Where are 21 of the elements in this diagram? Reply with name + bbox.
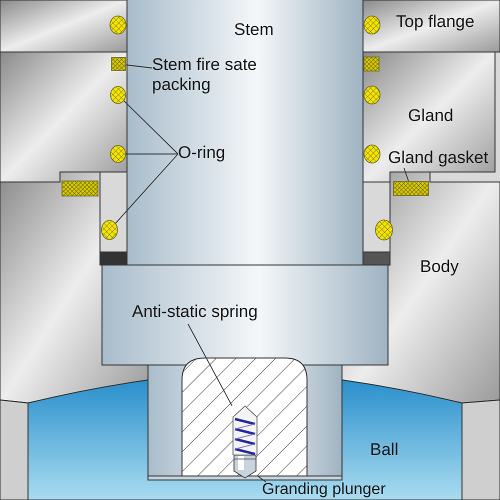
part-label: Gland gasket bbox=[388, 148, 492, 168]
part-label: O-ring bbox=[178, 143, 238, 165]
leader-line bbox=[126, 64, 152, 68]
part-label: Anti-static spring bbox=[132, 302, 284, 324]
part-label: Stem bbox=[234, 20, 274, 40]
part-label: Top flange bbox=[396, 12, 474, 32]
o-ring bbox=[110, 86, 126, 104]
leader-line bbox=[115, 154, 178, 224]
leader-line bbox=[258, 476, 266, 482]
part-label: Gland bbox=[408, 106, 454, 126]
gasket bbox=[393, 181, 429, 196]
o-ring bbox=[110, 145, 126, 163]
leader-line bbox=[404, 168, 409, 182]
part-label: Stem fire sate packing bbox=[152, 55, 280, 99]
o-ring bbox=[101, 220, 118, 240]
packing-ring bbox=[111, 57, 126, 71]
leader-line bbox=[124, 100, 178, 154]
leader-line bbox=[188, 324, 232, 406]
part-label: Granding plunger bbox=[262, 480, 402, 499]
part-label: Body bbox=[420, 257, 459, 277]
part-label: Ball bbox=[370, 440, 398, 460]
